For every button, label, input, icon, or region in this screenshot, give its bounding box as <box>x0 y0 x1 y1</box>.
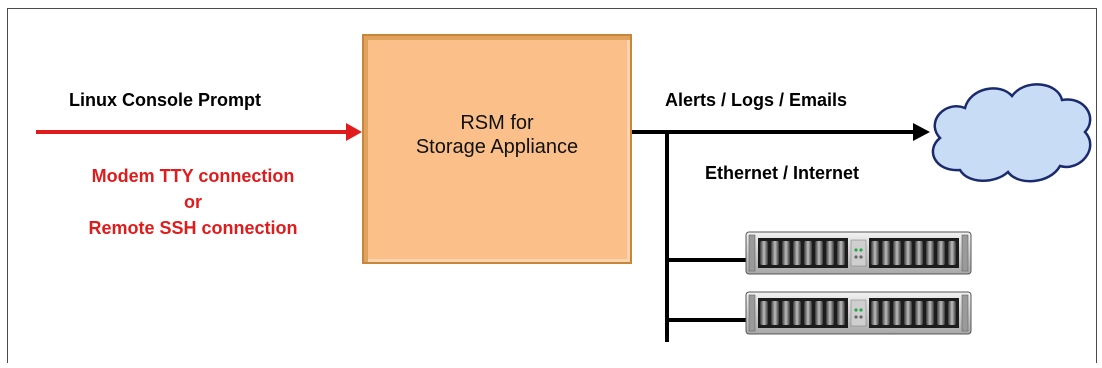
rsm-label-line2: Storage Appliance <box>415 136 579 158</box>
diagram-frame <box>7 8 1097 363</box>
network-label: Ethernet / Internet <box>705 163 860 183</box>
remote-line-modem: Modem TTY connection <box>91 166 295 186</box>
remote-line-or: or <box>184 192 202 212</box>
rsm-label-line1: RSM for <box>460 112 534 134</box>
console-connection-arrow <box>36 123 362 141</box>
cloud-icon <box>931 83 1092 183</box>
rsm-label: RSM for Storage Appliance <box>362 111 632 159</box>
alerts-arrow <box>632 123 930 141</box>
console-prompt-label: Linux Console Prompt <box>69 90 262 110</box>
remote-line-ssh: Remote SSH connection <box>88 218 298 238</box>
remote-connection-label: Modem TTY connection or Remote SSH conne… <box>60 163 326 241</box>
storage-enclosure-icon <box>745 231 972 275</box>
alerts-label: Alerts / Logs / Emails <box>665 90 848 110</box>
network-bus <box>665 132 748 342</box>
storage-enclosure-icon <box>745 291 972 335</box>
rsm-box <box>362 34 632 264</box>
